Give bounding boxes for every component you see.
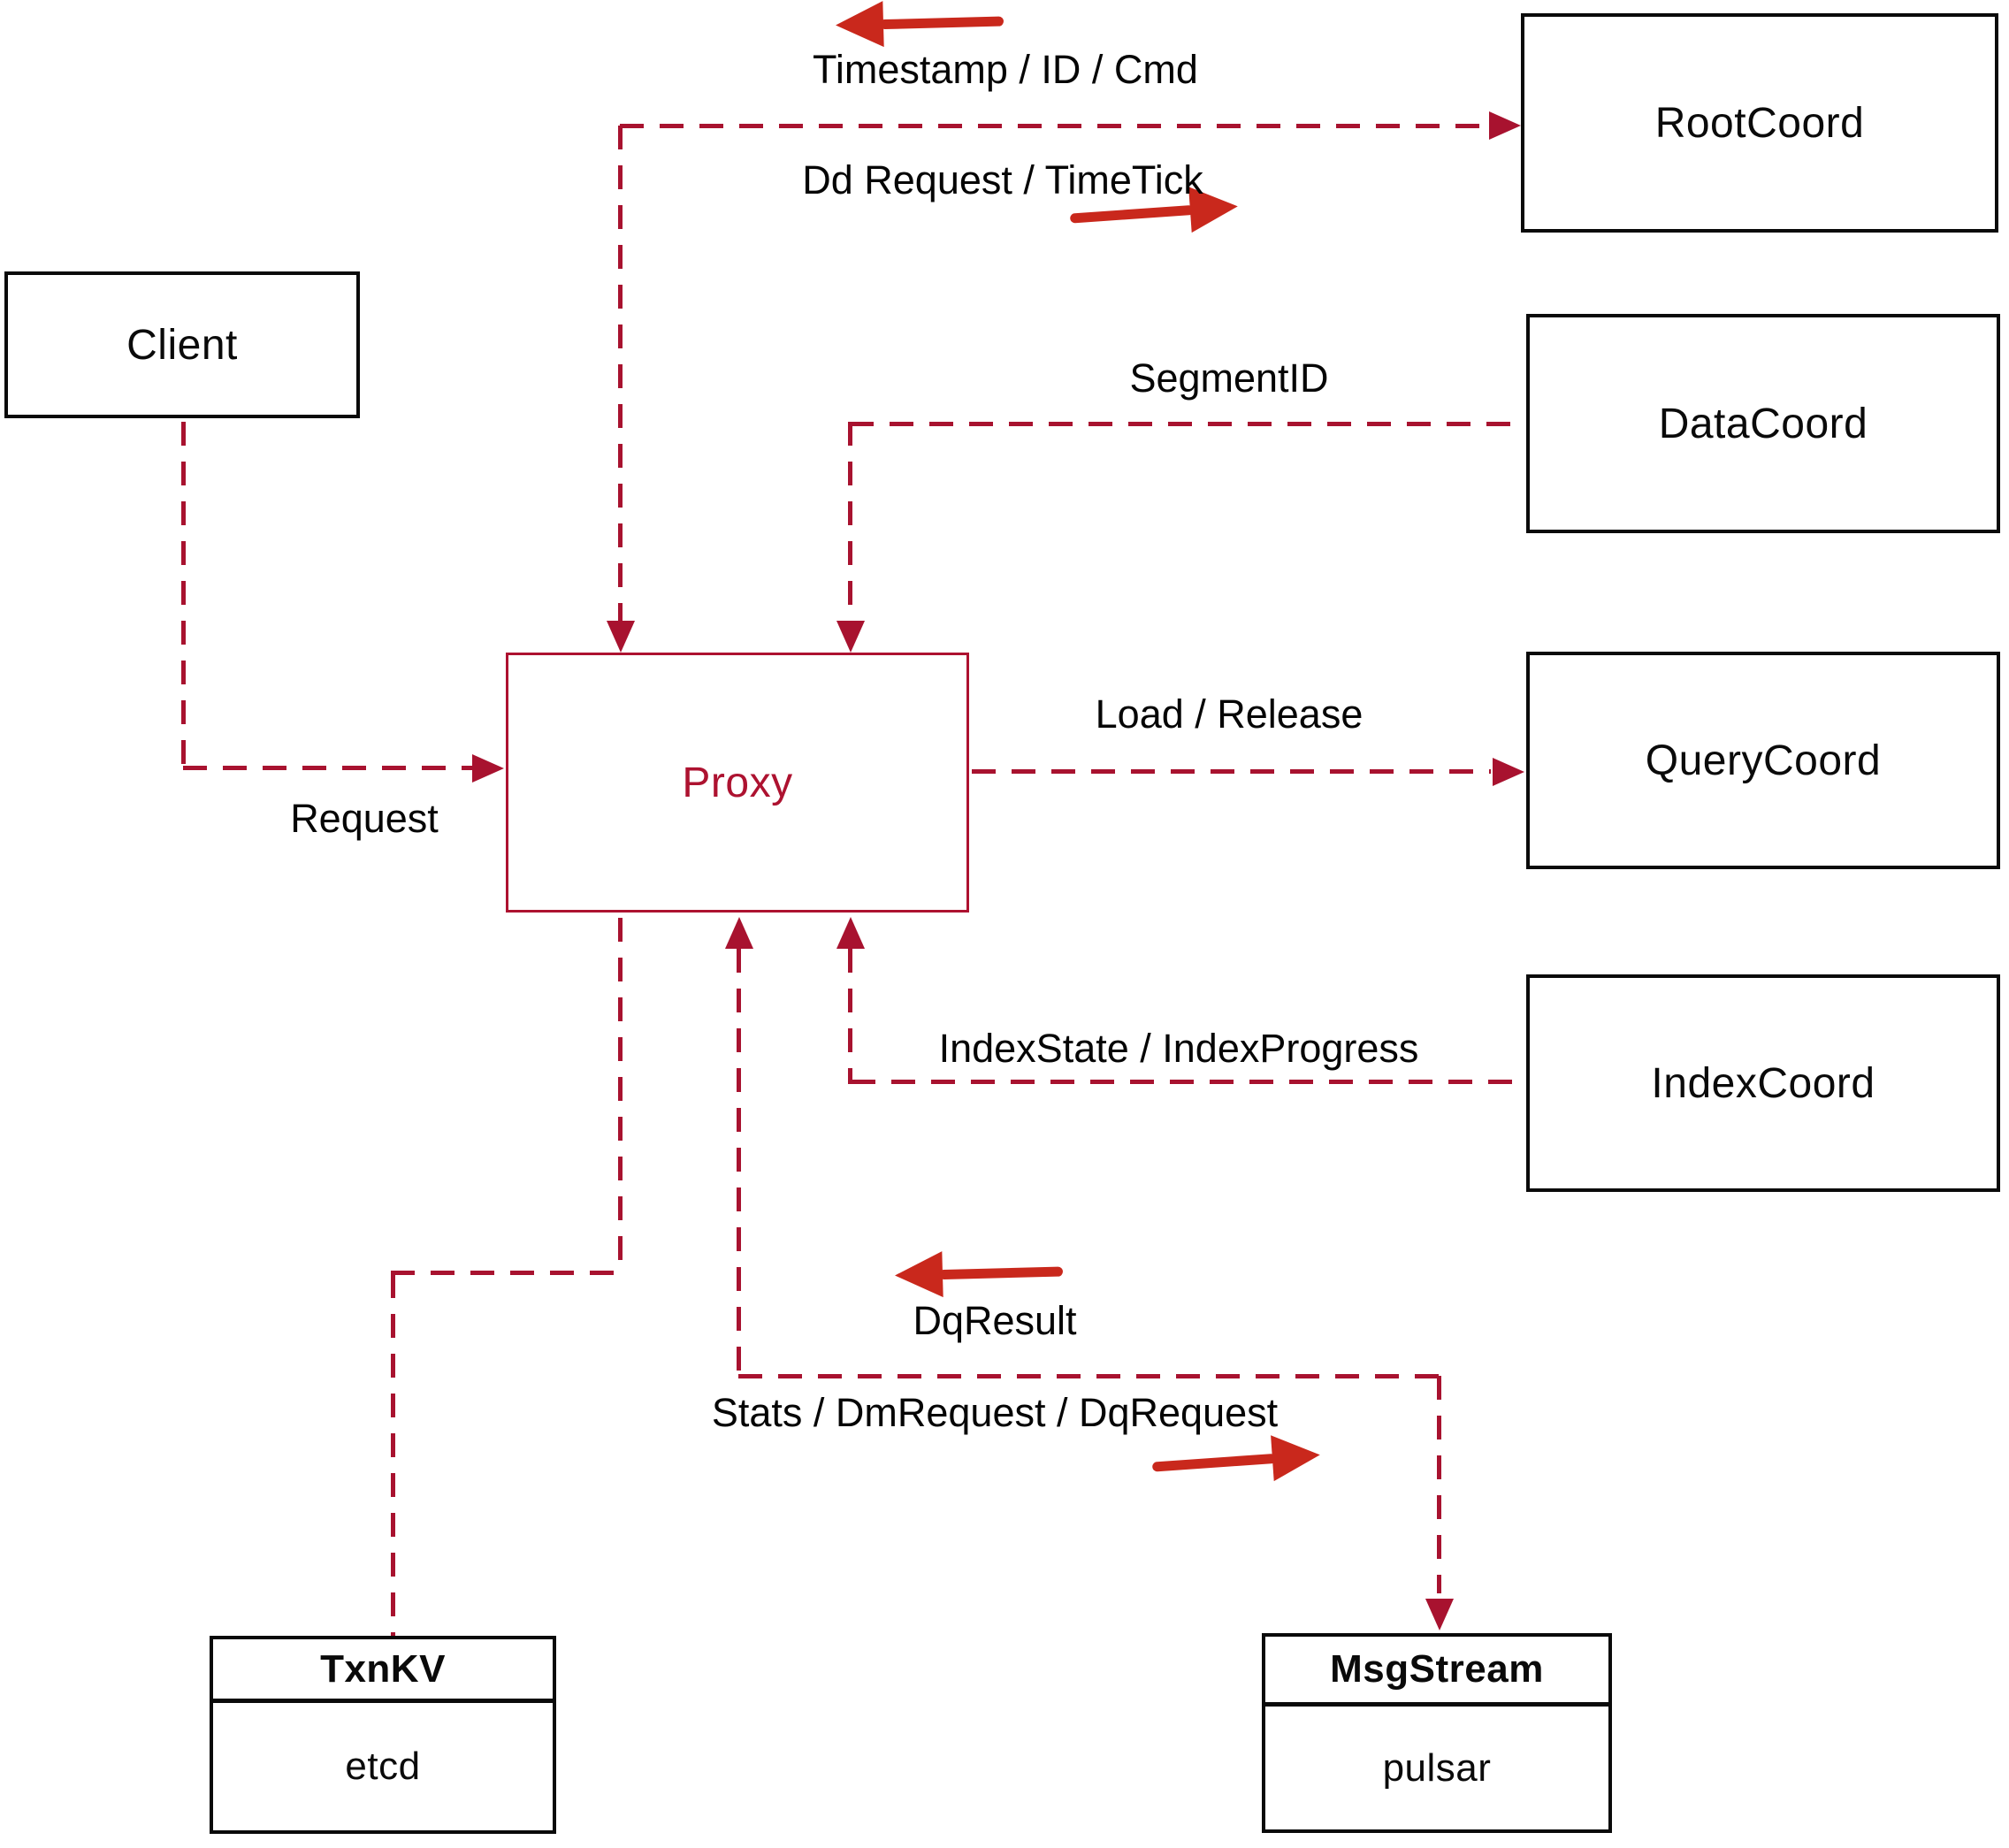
node-msgstream: MsgStream pulsar: [1262, 1633, 1612, 1833]
edge-proxy-txnkv-horizontal: [391, 1271, 623, 1275]
edge-label-dd-request-timetick: Dd Request / TimeTick: [802, 157, 1203, 202]
edge-datacoord-proxy-horizontal: [850, 422, 1526, 426]
arrowhead-into-proxy-left: [472, 754, 504, 783]
node-querycoord: QueryCoord: [1526, 652, 2000, 869]
direction-arrow-right-stats: [1150, 1432, 1322, 1489]
node-txnkv: TxnKV etcd: [210, 1636, 556, 1834]
edge-label-request: Request: [290, 796, 439, 841]
direction-arrow-left-timestamp: [835, 0, 1004, 49]
node-client: Client: [4, 271, 360, 418]
node-indexcoord-label: IndexCoord: [1651, 1059, 1875, 1107]
arrowhead-into-querycoord: [1493, 758, 1524, 786]
node-rootcoord: RootCoord: [1521, 13, 1998, 233]
node-indexcoord: IndexCoord: [1526, 974, 2000, 1192]
node-msgstream-subtitle: pulsar: [1382, 1745, 1492, 1790]
arrow-left-icon: [835, 1, 884, 49]
edge-label-timestamp-id-cmd: Timestamp / ID / Cmd: [813, 47, 1198, 92]
edge-proxy-msgstream-vertical-upper: [737, 949, 741, 1376]
node-datacoord: DataCoord: [1526, 314, 2000, 533]
arrowhead-into-proxy-bottom-left: [725, 917, 753, 949]
edge-datacoord-proxy-vertical: [848, 422, 852, 621]
edge-label-segmentid: SegmentID: [1129, 355, 1329, 401]
node-proxy-label: Proxy: [682, 759, 793, 806]
node-txnkv-title: TxnKV: [213, 1639, 553, 1703]
arrow-right-icon: [1271, 1432, 1322, 1482]
edge-label-load-release: Load / Release: [1095, 691, 1364, 737]
edge-proxy-rootcoord-vertical: [618, 126, 623, 622]
edge-indexcoord-proxy-horizontal: [852, 1080, 1526, 1084]
edge-client-proxy-vertical: [181, 422, 186, 768]
edge-label-stats-dmrequest-dqrequest: Stats / DmRequest / DqRequest: [711, 1390, 1279, 1435]
edge-label-dqresult: DqResult: [913, 1298, 1077, 1343]
edge-proxy-msgstream-vertical-lower: [1437, 1376, 1441, 1593]
node-client-label: Client: [126, 321, 238, 369]
arrowhead-into-proxy-bottom-right: [836, 917, 865, 949]
arrowhead-into-proxy-top-right: [836, 621, 865, 653]
edge-proxy-txnkv-vertical-upper: [618, 918, 623, 1274]
edge-proxy-msgstream-horizontal: [738, 1374, 1441, 1378]
edge-label-indexstate-indexprogress: IndexState / IndexProgress: [938, 1026, 1419, 1071]
edge-proxy-txnkv-vertical-lower: [391, 1274, 395, 1636]
edge-proxy-querycoord: [972, 769, 1491, 774]
node-datacoord-label: DataCoord: [1658, 400, 1868, 447]
node-rootcoord-label: RootCoord: [1654, 99, 1865, 147]
node-querycoord-label: QueryCoord: [1645, 737, 1882, 784]
direction-arrow-left-dqresult: [894, 1249, 1064, 1299]
arrow-left-icon: [894, 1251, 943, 1299]
node-proxy: Proxy: [506, 653, 969, 913]
node-txnkv-subtitle: etcd: [345, 1745, 421, 1788]
edge-proxy-rootcoord-horizontal: [620, 124, 1490, 128]
arrowhead-into-proxy-top-left: [607, 621, 635, 653]
edge-client-proxy-horizontal: [183, 766, 472, 770]
node-msgstream-title: MsgStream: [1265, 1637, 1608, 1707]
arrowhead-into-rootcoord: [1489, 111, 1521, 140]
arrowhead-into-msgstream: [1425, 1599, 1454, 1630]
edge-indexcoord-proxy-vertical: [848, 949, 852, 1084]
